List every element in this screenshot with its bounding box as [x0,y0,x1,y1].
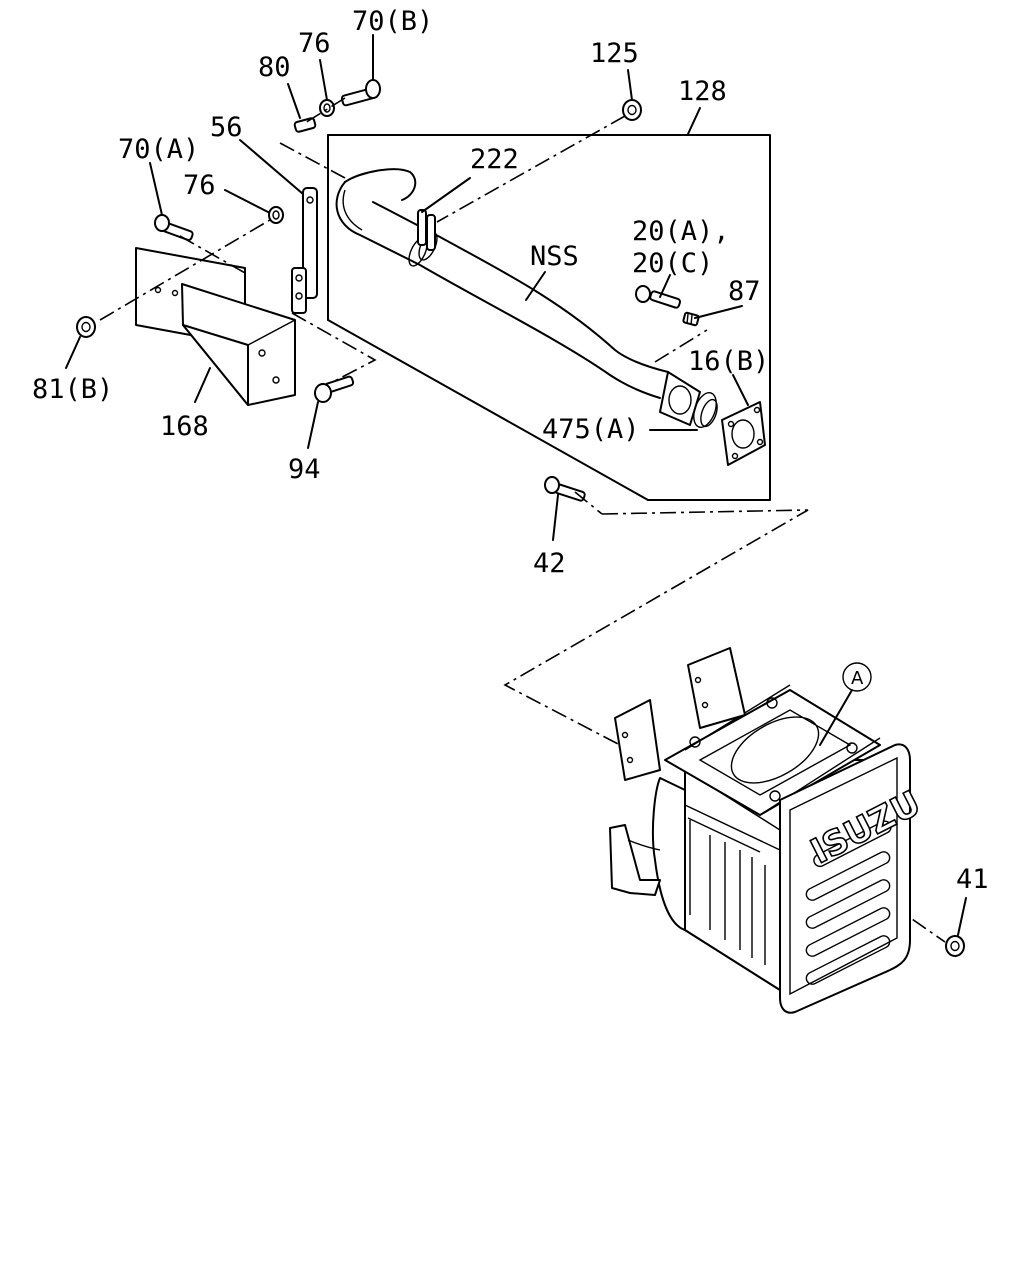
label-81b: 81(B) [32,374,113,405]
hanger-bracket-56 [291,187,318,314]
bolt-20-icon [635,285,682,309]
label-70b: 70(B) [352,6,433,37]
label-76-left: 76 [183,170,216,201]
label-125: 125 [590,38,639,69]
label-94: 94 [288,454,321,485]
nut-41-icon [945,935,965,957]
bolt-70b-icon [340,79,381,107]
pipe-flange-475a [659,371,718,428]
spring-87-icon [682,311,700,327]
label-20c: 20(C) [632,248,713,279]
reference-circle-a [842,662,872,692]
gasket-16b [721,401,766,466]
label-87: 87 [728,276,761,307]
pipe-clamp-222 [417,209,436,251]
bolt-42-icon [544,476,586,502]
washer-76-left-icon [268,206,284,224]
label-20a: 20(A), [632,216,730,247]
bushing-80-icon [293,117,317,133]
label-128: 128 [678,76,727,107]
bolt-70a-icon [154,214,194,241]
mounting-bracket-168 [135,247,296,406]
label-nss: NSS [530,241,579,272]
exhaust-pipe [335,168,669,399]
washer-76-top-icon [319,99,335,117]
label-70a: 70(A) [118,134,199,165]
nut-125-icon [622,99,642,121]
label-16b: 16(B) [688,346,769,377]
label-76-top: 76 [298,28,331,59]
muffler-assembly [609,647,911,1014]
label-41: 41 [956,864,989,895]
label-222: 222 [470,144,519,175]
assembly-frame-128 [279,134,771,501]
label-475a: 475(A) [542,414,640,445]
label-168: 168 [160,411,209,442]
leader-lines [65,34,967,936]
label-42: 42 [533,548,566,579]
label-56: 56 [210,112,243,143]
bolt-94-icon [314,375,355,403]
nut-81b-icon [76,316,96,338]
reference-circle-a-label: A [851,668,864,689]
label-80: 80 [258,52,291,83]
